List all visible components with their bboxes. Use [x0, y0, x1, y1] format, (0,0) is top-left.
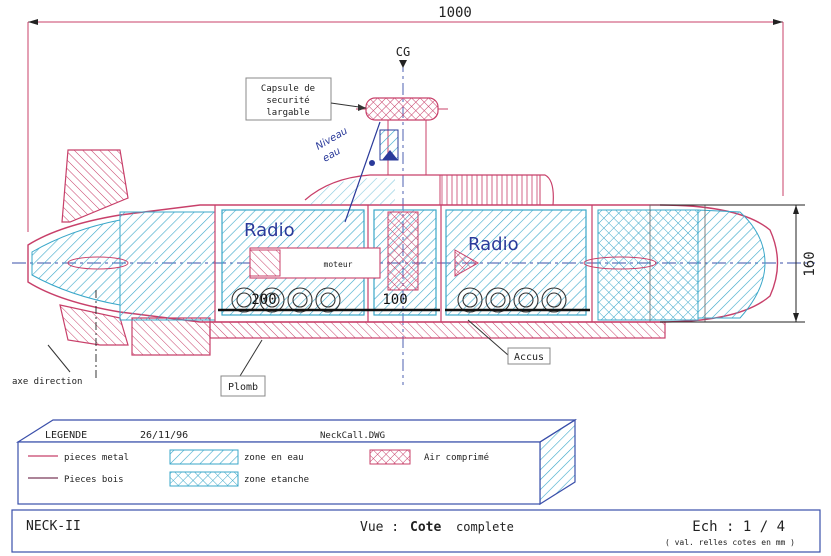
- accus-box: [507, 347, 551, 365]
- legend-date: 26/11/96: [140, 430, 188, 441]
- rear-rudder: [67, 256, 129, 270]
- bow-tip-zone: [697, 209, 766, 319]
- front-plane: [583, 256, 657, 270]
- capsule-leader-arrow: [358, 104, 366, 111]
- axe-label: axe direction: [12, 377, 82, 387]
- legend-etanche-label: zone etanche: [244, 475, 309, 485]
- legend-air-swatch: [369, 449, 411, 465]
- overall-dimension: [27, 21, 784, 232]
- rear-radio-zone: [445, 209, 587, 316]
- title-scale: Ech : 1 / 4: [692, 519, 785, 535]
- plomb-leader: [239, 339, 263, 377]
- height-arrow-bottom: [793, 313, 799, 322]
- sail-outline: [304, 174, 554, 206]
- capsule-weight: [382, 150, 398, 160]
- rear-lower-plate: [131, 317, 211, 356]
- cg-arrow: [399, 60, 407, 68]
- title-scale-note: ( val. relles cotes en mm ): [665, 538, 795, 547]
- legend-box: [17, 441, 541, 505]
- height-dimension: [660, 204, 805, 323]
- bow-zone: [597, 209, 699, 321]
- legend-metal-label: pieces metal: [64, 453, 129, 463]
- plomb-box: [220, 375, 266, 397]
- overall-length-label: 1000: [438, 5, 472, 21]
- dim-200: 200: [251, 292, 276, 308]
- sail-grille: [439, 174, 541, 206]
- legend-eau-swatch: [169, 449, 239, 465]
- motor-cone: [454, 249, 480, 277]
- keel-ballast: [209, 321, 666, 339]
- motor-label: moteur: [324, 260, 353, 269]
- title-block: [11, 509, 821, 553]
- accus-leader: [467, 319, 509, 356]
- dim-arrow-left: [28, 19, 38, 25]
- motor-end: [249, 249, 281, 277]
- upper-fin: [61, 149, 129, 223]
- radio-front-label: Radio: [244, 220, 295, 241]
- height-label: 160: [802, 251, 818, 276]
- legend-top-face: [15, 419, 578, 443]
- capsule-label-line3: largable: [266, 108, 309, 118]
- sail-shade: [308, 178, 395, 205]
- axe-leader: [47, 344, 71, 373]
- lower-fin: [59, 304, 129, 346]
- rear-water-zone: [119, 211, 216, 321]
- rear-cone-zone: [31, 219, 121, 306]
- accus-label: Accus: [514, 352, 544, 363]
- title-name: NECK-II: [26, 519, 81, 534]
- radio-rear-label: Radio: [468, 234, 519, 255]
- legend-etanche-swatch: [169, 471, 239, 487]
- safety-capsule: [365, 97, 439, 121]
- air-tank: [387, 211, 419, 291]
- capsule-label-box: [245, 77, 332, 121]
- dim-arrow-right: [773, 19, 783, 25]
- capsule-label-line2: securité: [266, 95, 309, 106]
- plomb-label: Plomb: [228, 382, 258, 393]
- capsule-cord: [344, 121, 381, 223]
- legend-bois-label: Pieces bois: [64, 475, 124, 485]
- title-view-prefix: Vue :: [360, 520, 399, 535]
- height-arrow-top: [793, 205, 799, 214]
- capsule-label-line1: Capsule de: [261, 84, 315, 94]
- legend-air-label: Air comprimé: [424, 452, 489, 463]
- cg-label: CG: [396, 45, 410, 59]
- capsule-knot: [369, 160, 375, 166]
- legend-file: NeckCall.DWG: [320, 431, 385, 441]
- title-view-suffix: complete: [456, 520, 514, 534]
- legend-eau-label: zone en eau: [244, 453, 304, 463]
- title-view-bold: Cote: [410, 520, 441, 535]
- dim-100: 100: [382, 292, 407, 308]
- legend-title: LEGENDE: [45, 430, 87, 441]
- battery-cells: [231, 287, 567, 313]
